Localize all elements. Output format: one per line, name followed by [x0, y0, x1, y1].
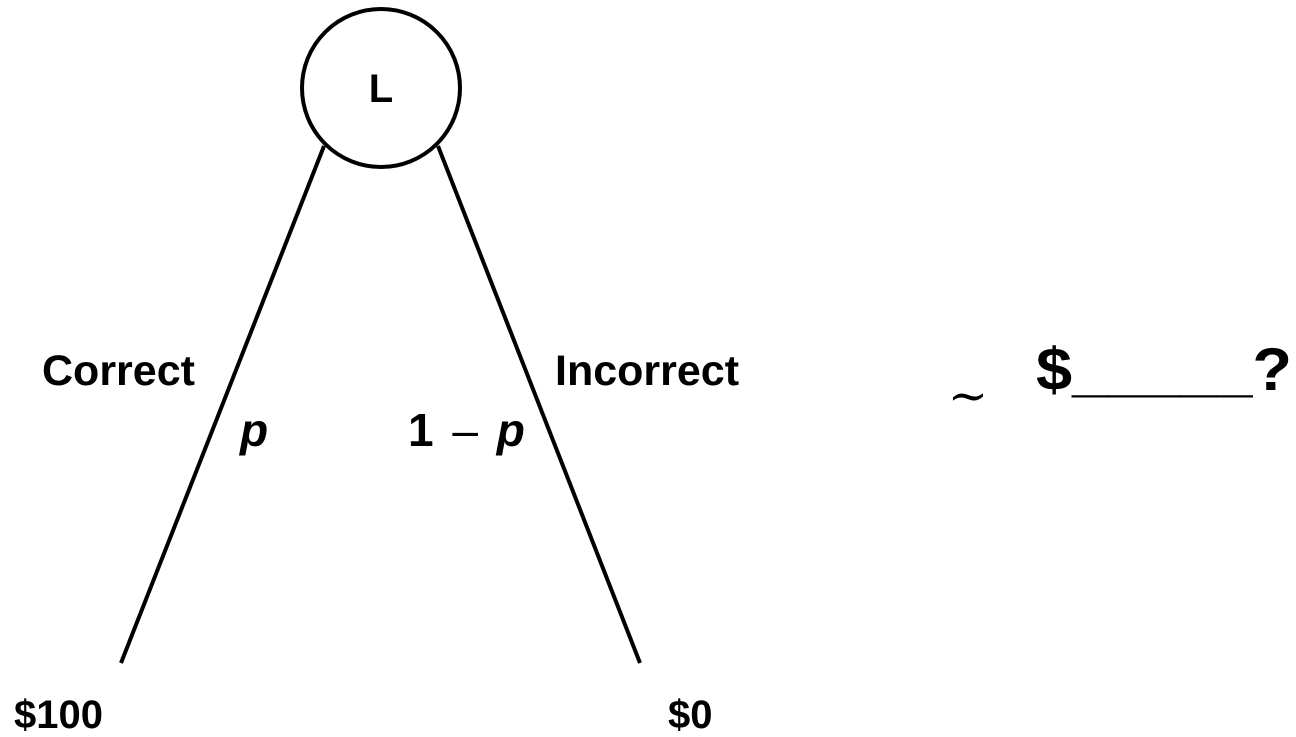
chance-node-label: L	[369, 67, 393, 111]
probability-incorrect-p: p	[495, 404, 525, 456]
payoff-incorrect: $0	[668, 693, 713, 737]
probability-incorrect-one: 1	[408, 404, 434, 456]
indifference-symbol: ~	[948, 368, 988, 424]
certainty-equivalent-blank: $_____?	[1036, 336, 1292, 403]
chance-node-circle	[300, 7, 462, 169]
probability-incorrect: 1 – p	[408, 404, 525, 456]
payoff-correct: $100	[14, 693, 103, 737]
probability-incorrect-minus: –	[452, 404, 478, 456]
probability-correct: p	[238, 404, 268, 456]
branch-label-correct: Correct	[42, 347, 195, 395]
branch-line-correct	[119, 145, 326, 664]
branch-label-incorrect: Incorrect	[555, 347, 739, 395]
branch-line-incorrect	[436, 145, 642, 664]
